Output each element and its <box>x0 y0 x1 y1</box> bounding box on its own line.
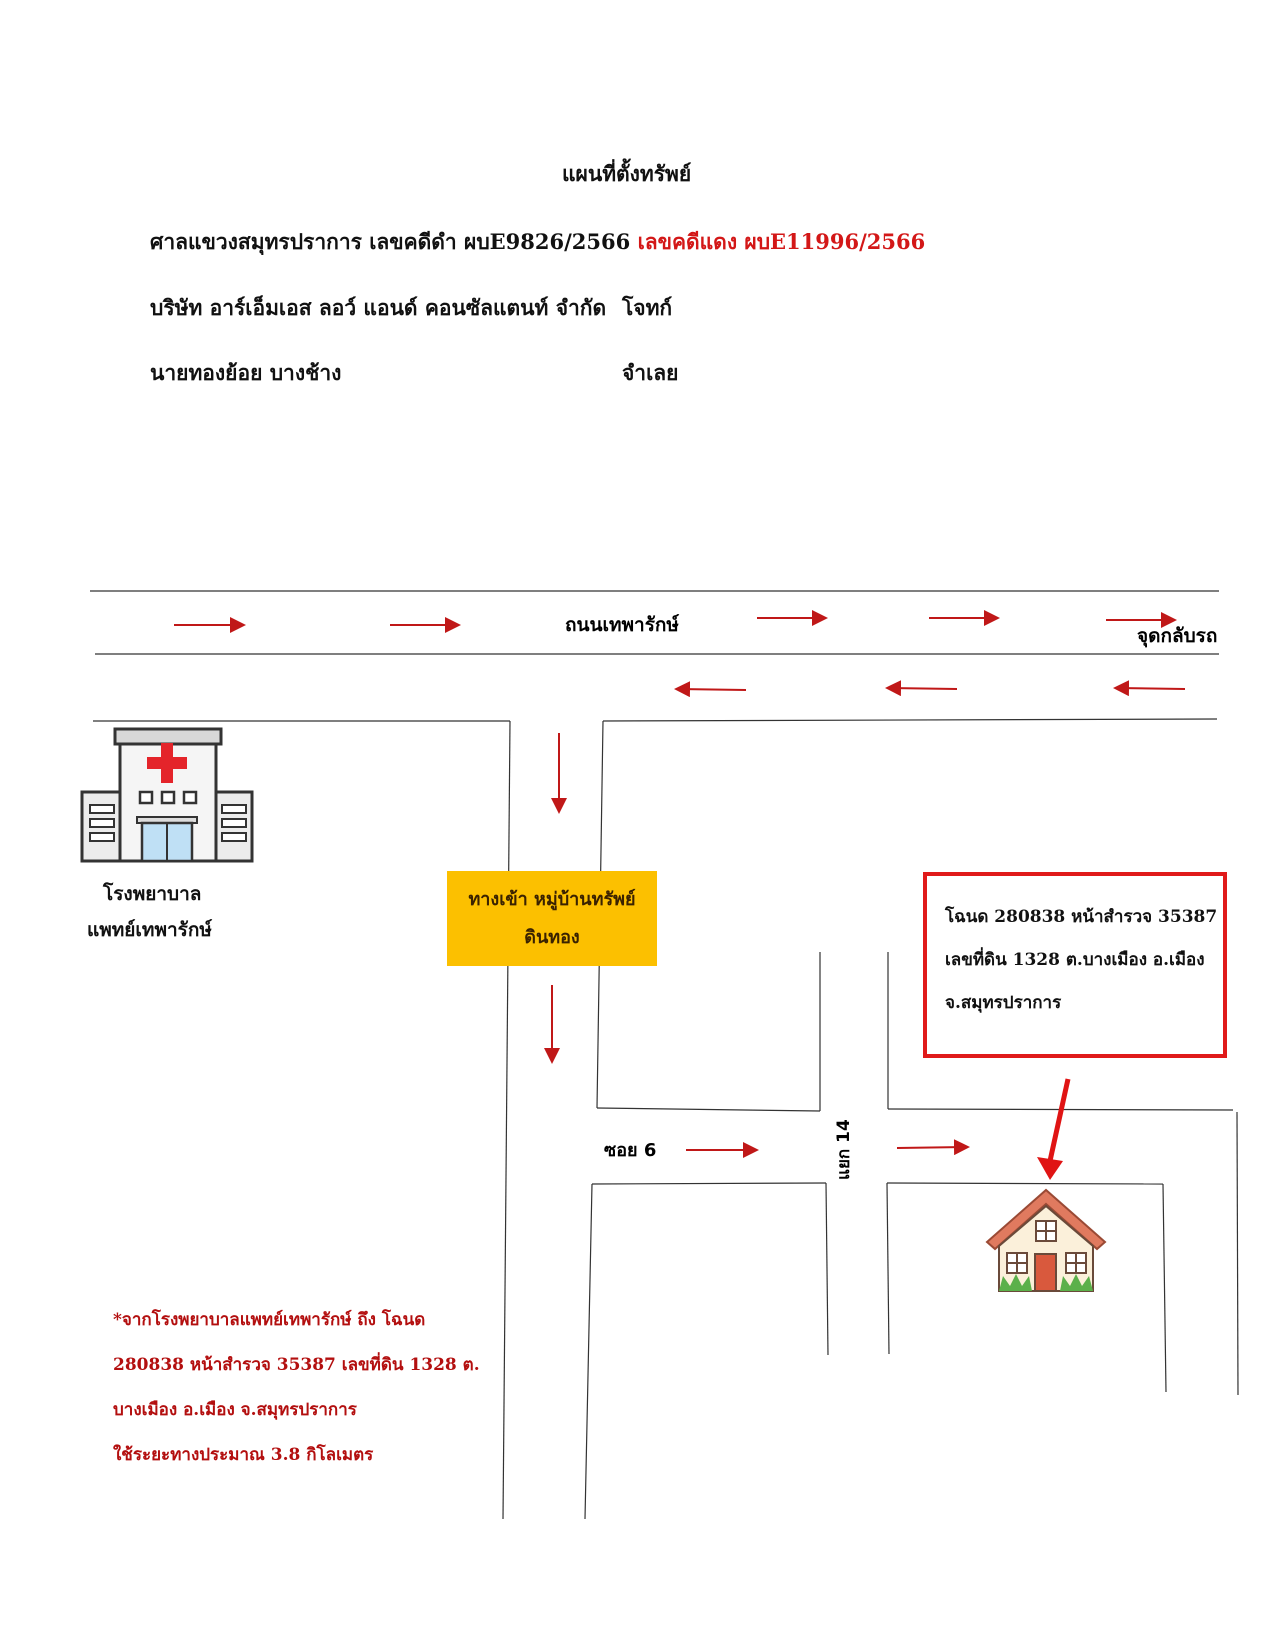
hospital-icon <box>80 727 254 863</box>
house-icon <box>985 1188 1107 1292</box>
deed-info-box: โฉนด 280838 หน้าสำรวจ 35387 เลขที่ดิน 13… <box>923 872 1227 1058</box>
main-road-label: ถนนเทพารักษ์ <box>565 614 679 636</box>
defendant-role: จำเลย <box>622 360 679 385</box>
distance-note: *จากโรงพยาบาลแพทย์เทพารักษ์ ถึง โฉนด 280… <box>113 1298 480 1478</box>
note-line4: ใช้ระยะทางประมาณ 3.8 กิโลเมตร <box>113 1445 374 1465</box>
note-line3: บางเมือง อ.เมือง จ.สมุทรปราการ <box>113 1400 357 1420</box>
arrow-right <box>896 1139 970 1156</box>
hospital-label-line1: โรงพยาบาล <box>103 883 202 905</box>
deed-line3: จ.สมุทรปราการ <box>945 993 1062 1013</box>
main-road-edges <box>90 590 1219 722</box>
entrance-label-line1: ทางเข้า หมู่บ้านทรัพย์ <box>468 888 636 910</box>
u-turn-label: จุดกลับรถ <box>1137 625 1217 648</box>
arrow-left <box>885 680 958 697</box>
arrow-left <box>674 681 747 698</box>
court-line: ศาลแขวงสมุทรปราการ เลขคดีดำ ผบE9826/2566… <box>150 226 925 259</box>
note-line2: 280838 หน้าสำรวจ 35387 เลขที่ดิน 1328 ต. <box>113 1355 480 1375</box>
defendant-name: นายทองย้อย บางช้าง <box>150 360 342 385</box>
entrance-label-line2: ดินทอง <box>524 926 580 948</box>
branch-label: แยก 14 <box>834 1119 854 1180</box>
deed-line1: โฉนด 280838 หน้าสำรวจ 35387 <box>945 907 1218 927</box>
traffic-arrows <box>174 610 1186 1158</box>
house-pointer-arrow <box>1037 1078 1071 1180</box>
hospital-label-line2: แพทย์เทพารักษ์ <box>87 919 212 941</box>
page-title: แผนที่ตั้งทรัพย์ <box>562 161 692 186</box>
court-and-black-case: ศาลแขวงสมุทรปราการ เลขคดีดำ ผบE9826/2566 <box>150 229 631 254</box>
plaintiff-name: บริษัท อาร์เอ็มเอส ลอว์ แอนด์ คอนซัลแตนท… <box>150 295 607 320</box>
village-entrance-box: ทางเข้า หมู่บ้านทรัพย์ ดินทอง <box>447 871 657 966</box>
deed-line2: เลขที่ดิน 1328 ต.บางเมือง อ.เมือง <box>945 950 1205 970</box>
village-road-edges <box>502 720 604 1520</box>
arrow-left <box>1113 680 1186 697</box>
soi-label: ซอย 6 <box>604 1140 656 1161</box>
plaintiff-role: โจทก์ <box>622 295 673 320</box>
note-line1: *จากโรงพยาบาลแพทย์เทพารักษ์ ถึง โฉนด <box>113 1310 426 1330</box>
red-case-number: เลขคดีแดง ผบE11996/2566 <box>637 229 926 254</box>
